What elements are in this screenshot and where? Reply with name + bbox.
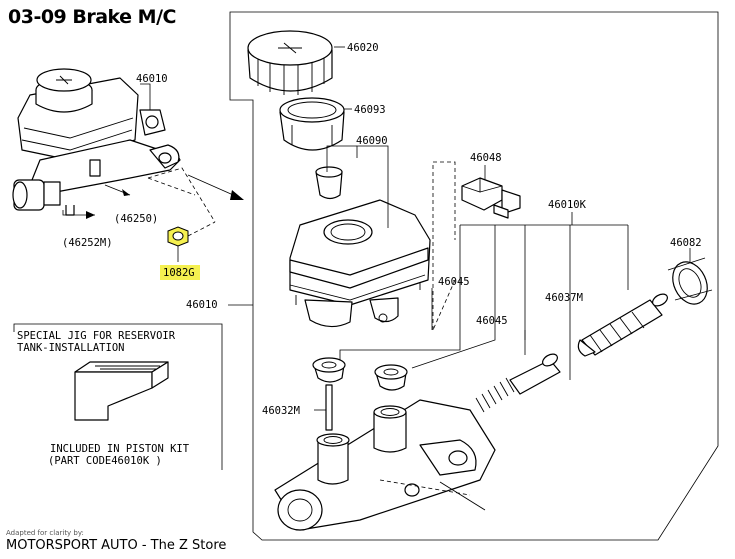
jig-title-line2: TANK-INSTALLATION <box>17 342 124 354</box>
jig-note-line1: INCLUDED IN PISTON KIT <box>50 443 190 455</box>
grommet-46045-b <box>374 364 408 391</box>
page-title: 03-09 Brake M/C <box>8 6 176 28</box>
label-46010-side: 46010 <box>186 299 218 311</box>
master-cylinder-body <box>274 399 496 531</box>
label-46010-top: 46010 <box>136 73 168 85</box>
connector-46048 <box>461 177 521 219</box>
label-46037m: 46037M <box>545 292 583 304</box>
pin-46032m <box>325 384 333 431</box>
reservoir-46090 <box>289 166 431 328</box>
grommet-46045-a <box>312 357 346 383</box>
bracket-46010k <box>339 212 629 380</box>
label-46048: 46048 <box>470 152 502 164</box>
credit-text: Adapted for clarity by: <box>6 529 84 537</box>
label-1082g: 1082G <box>163 267 195 279</box>
label-46032m: 46032M <box>262 405 300 417</box>
piston-46037m <box>577 293 668 357</box>
piston-spring <box>475 353 561 413</box>
label-46090: 46090 <box>356 135 388 147</box>
boot-46082 <box>667 257 713 305</box>
leader-46010-top <box>140 83 151 110</box>
jig-title-line1: SPECIAL JIG FOR RESERVOIR <box>17 330 176 342</box>
label-46020: 46020 <box>347 42 379 54</box>
brand-text: MOTORSPORT AUTO - The Z Store <box>6 538 227 553</box>
jig-note-line2: (PART CODE46010K ) <box>48 455 162 467</box>
assembled-master-cylinder <box>12 68 244 223</box>
label-46045-b: 46045 <box>476 315 508 327</box>
dashed-guides <box>432 161 456 331</box>
filter-46093 <box>279 97 345 151</box>
label-46045-a: 46045 <box>438 276 470 288</box>
jig-box <box>13 323 223 470</box>
nut-1082g <box>167 221 216 262</box>
assembly-frame <box>229 11 719 541</box>
leader-46090-b <box>326 145 357 172</box>
label-46010k: 46010K <box>548 199 587 211</box>
label-46082: 46082 <box>670 237 702 249</box>
label-46250: (46250) <box>114 213 158 225</box>
label-46252m: (46252M) <box>62 237 113 249</box>
leader-46090 <box>356 145 389 228</box>
label-46093: 46093 <box>354 104 386 116</box>
cap-46020 <box>247 30 333 95</box>
highlight-1082g <box>160 265 200 280</box>
